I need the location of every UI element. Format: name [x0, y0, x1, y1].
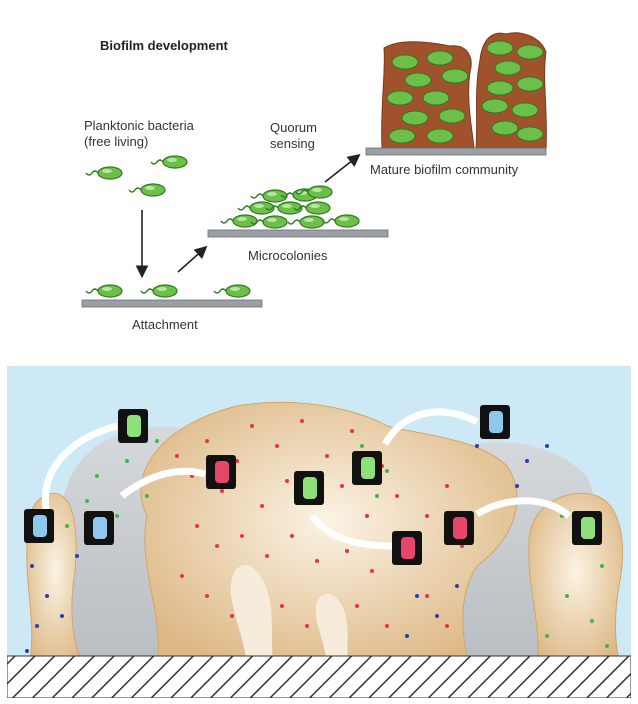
- bacterium-icon: [129, 184, 165, 196]
- signaling-cell-icon: [118, 409, 148, 443]
- signaling-cell-icon: [480, 405, 510, 439]
- planktonic-label: Planktonic bacteria: [84, 118, 194, 133]
- mature-biofilm: [366, 33, 546, 155]
- quorum-sensing-illustration: [7, 366, 631, 698]
- biofilm-development-diagram: [0, 0, 638, 350]
- signaling-cell-icon: [572, 511, 602, 545]
- attachment-label: Attachment: [132, 317, 198, 332]
- microcolony-surface: [208, 230, 388, 237]
- bacterium-icon: [238, 202, 274, 214]
- signaling-cell-icon: [24, 509, 54, 543]
- bacterium-icon: [141, 285, 177, 297]
- substratum-surface: [7, 656, 631, 698]
- bacterium-icon: [221, 215, 257, 227]
- attachment-surface: [82, 300, 262, 307]
- signaling-cell-icon: [84, 511, 114, 545]
- bacterium-icon: [151, 156, 187, 168]
- bacterium-icon: [86, 167, 122, 179]
- signaling-cell-icon: [294, 471, 324, 505]
- mature-label: Mature biofilm community: [370, 162, 518, 177]
- attached-bacteria: [86, 285, 250, 297]
- planktonic-sublabel: (free living): [84, 134, 148, 149]
- arrow-icon: [325, 156, 358, 182]
- quorum-sublabel: sensing: [270, 136, 315, 151]
- signaling-cell-icon: [206, 455, 236, 489]
- page-title: Biofilm development: [100, 38, 228, 53]
- signaling-cell-icon: [392, 531, 422, 565]
- mature-surface: [366, 148, 546, 155]
- microcolony-bacteria: [221, 186, 359, 228]
- bacterium-icon: [288, 216, 324, 228]
- arrow-icon: [178, 248, 205, 272]
- bacterium-icon: [214, 285, 250, 297]
- bacterium-icon: [86, 285, 122, 297]
- signaling-cell-icon: [352, 451, 382, 485]
- bacterium-icon: [251, 216, 287, 228]
- signaling-cell-icon: [444, 511, 474, 545]
- bacterium-icon: [323, 215, 359, 227]
- microcolonies-label: Microcolonies: [248, 248, 327, 263]
- planktonic-bacteria: [86, 156, 187, 196]
- quorum-label: Quorum: [270, 120, 317, 135]
